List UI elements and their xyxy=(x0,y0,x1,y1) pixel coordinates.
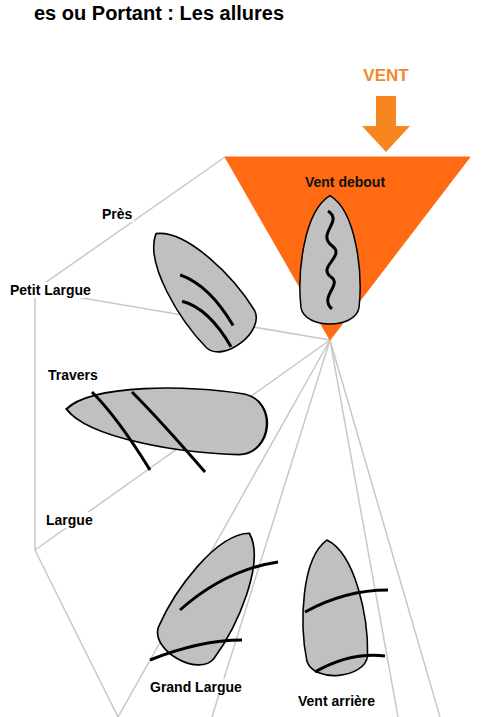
point-of-sail-label: Largue xyxy=(44,512,95,528)
point-of-sail-label: Près xyxy=(100,206,134,222)
sail xyxy=(180,267,234,332)
point-of-sail-label: Travers xyxy=(46,367,100,383)
luffing-sail xyxy=(328,276,335,309)
sail xyxy=(305,590,388,612)
sail xyxy=(315,655,385,672)
sails xyxy=(92,392,388,672)
page-title: es ou Portant : Les allures xyxy=(34,2,284,25)
no-go-zone xyxy=(225,157,470,340)
boat-beam-reach xyxy=(64,378,270,458)
point-of-sail-label: Petit Largue xyxy=(8,282,93,298)
sail xyxy=(180,562,278,610)
sail xyxy=(150,640,242,660)
boat-close-hauled xyxy=(131,214,266,362)
sector-line xyxy=(35,340,330,550)
sail xyxy=(132,392,205,472)
zone-label: Vent debout xyxy=(305,174,385,190)
wind-arrow xyxy=(362,96,410,152)
sail xyxy=(182,294,232,354)
sail xyxy=(92,392,150,470)
luffing-sail xyxy=(327,211,336,276)
wind-label: VENT xyxy=(363,66,408,86)
boats xyxy=(64,196,371,678)
wind-arrow-shaft xyxy=(376,96,396,128)
boat-head-to-wind xyxy=(300,196,360,324)
wind-arrow-head xyxy=(362,126,410,152)
point-of-sail-label: Vent arrière xyxy=(296,693,377,709)
point-of-sail-label: Grand Largue xyxy=(148,679,244,695)
boat-broad-reach xyxy=(148,517,278,675)
